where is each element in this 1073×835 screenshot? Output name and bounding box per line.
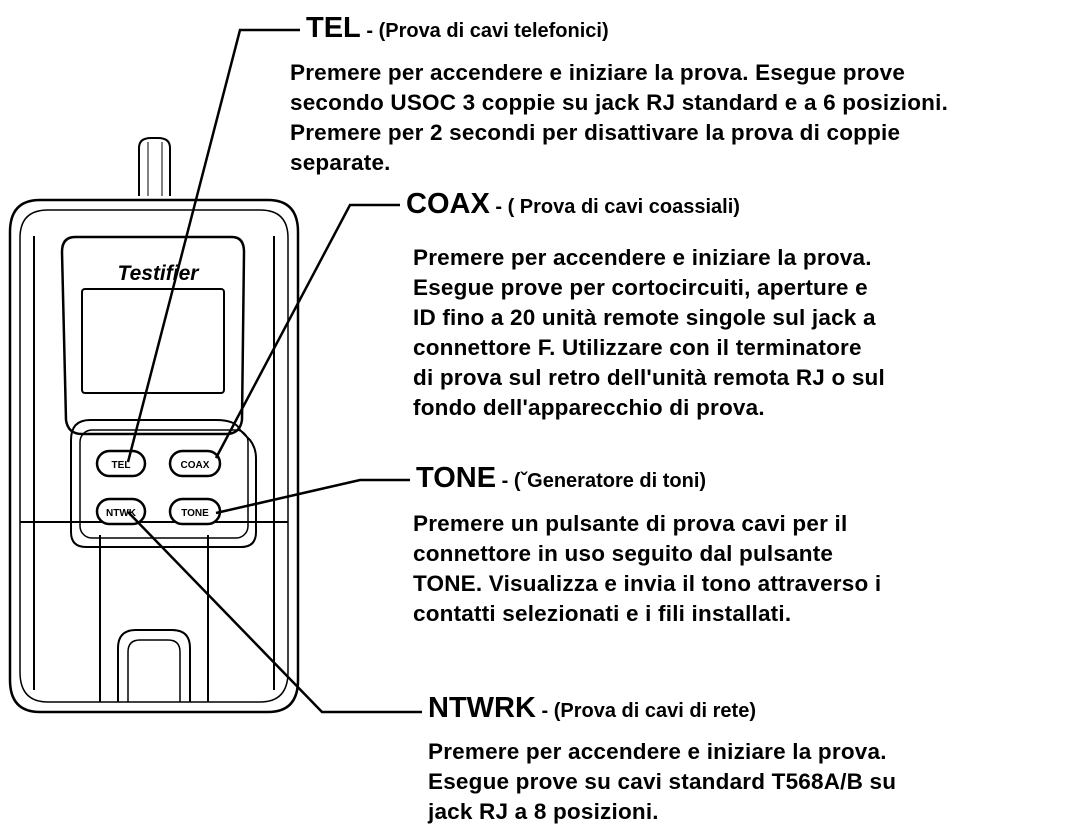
tone-description: Premere un pulsante di prova cavi per il…: [413, 511, 882, 626]
tel-button[interactable]: TEL: [95, 449, 147, 478]
coax-subtitle: Prova di cavi coassiali): [519, 196, 740, 218]
coax-description: Premere per accendere e iniziare la prov…: [413, 245, 885, 420]
svg-text:NTWK: NTWK: [106, 508, 137, 519]
svg-text:COAX: COAX: [181, 460, 210, 471]
tone-separator: -: [496, 470, 514, 492]
ntwrk-key: NTWRK: [428, 692, 536, 724]
tel-separator: -: [360, 20, 379, 42]
ntwrk-subtitle: (Prova di cavi di rete): [553, 700, 756, 722]
tone-subtitle: (ˇGeneratore di toni): [513, 470, 707, 492]
ntwrk-separator: -: [535, 700, 554, 722]
screen-bezel: [60, 235, 246, 436]
tone-leader-line: [215, 478, 410, 515]
tel-key: TEL: [306, 12, 361, 44]
lcd-screen: [81, 288, 225, 394]
coax-heading: COAX - ( Prova di cavi coassiali): [406, 188, 740, 221]
device-body: [8, 198, 300, 714]
antenna: [138, 137, 171, 196]
ntwrk-heading: NTWRK - (Prova di cavi di rete): [428, 692, 756, 725]
tone-key: TONE: [416, 462, 497, 494]
ntwk-button[interactable]: NTWK: [95, 497, 147, 526]
svg-text:TONE: TONE: [181, 508, 209, 519]
tone-heading: TONE - (ˇGeneratore di toni): [416, 462, 706, 495]
brand-logo: Testifier: [118, 262, 201, 285]
ntwrk-leader-line: [127, 511, 422, 714]
ntwrk-description: Premere per accendere e iniziare la prov…: [428, 739, 897, 824]
coax-button[interactable]: COAX: [168, 449, 222, 478]
tel-description: Premere per accendere e iniziare la prov…: [290, 60, 949, 175]
coax-leader-line: [214, 203, 400, 459]
tel-heading: TEL - (Prova di cavi telefonici): [306, 12, 609, 45]
button-panel: [70, 419, 257, 548]
svg-text:TEL: TEL: [112, 460, 131, 471]
tel-leader-line: [126, 28, 300, 463]
tel-subtitle: (Prova di cavi telefonici): [378, 20, 609, 42]
tone-button[interactable]: TONE: [168, 497, 222, 526]
coax-key: COAX: [406, 188, 490, 220]
coax-separator: - (: [489, 196, 520, 218]
